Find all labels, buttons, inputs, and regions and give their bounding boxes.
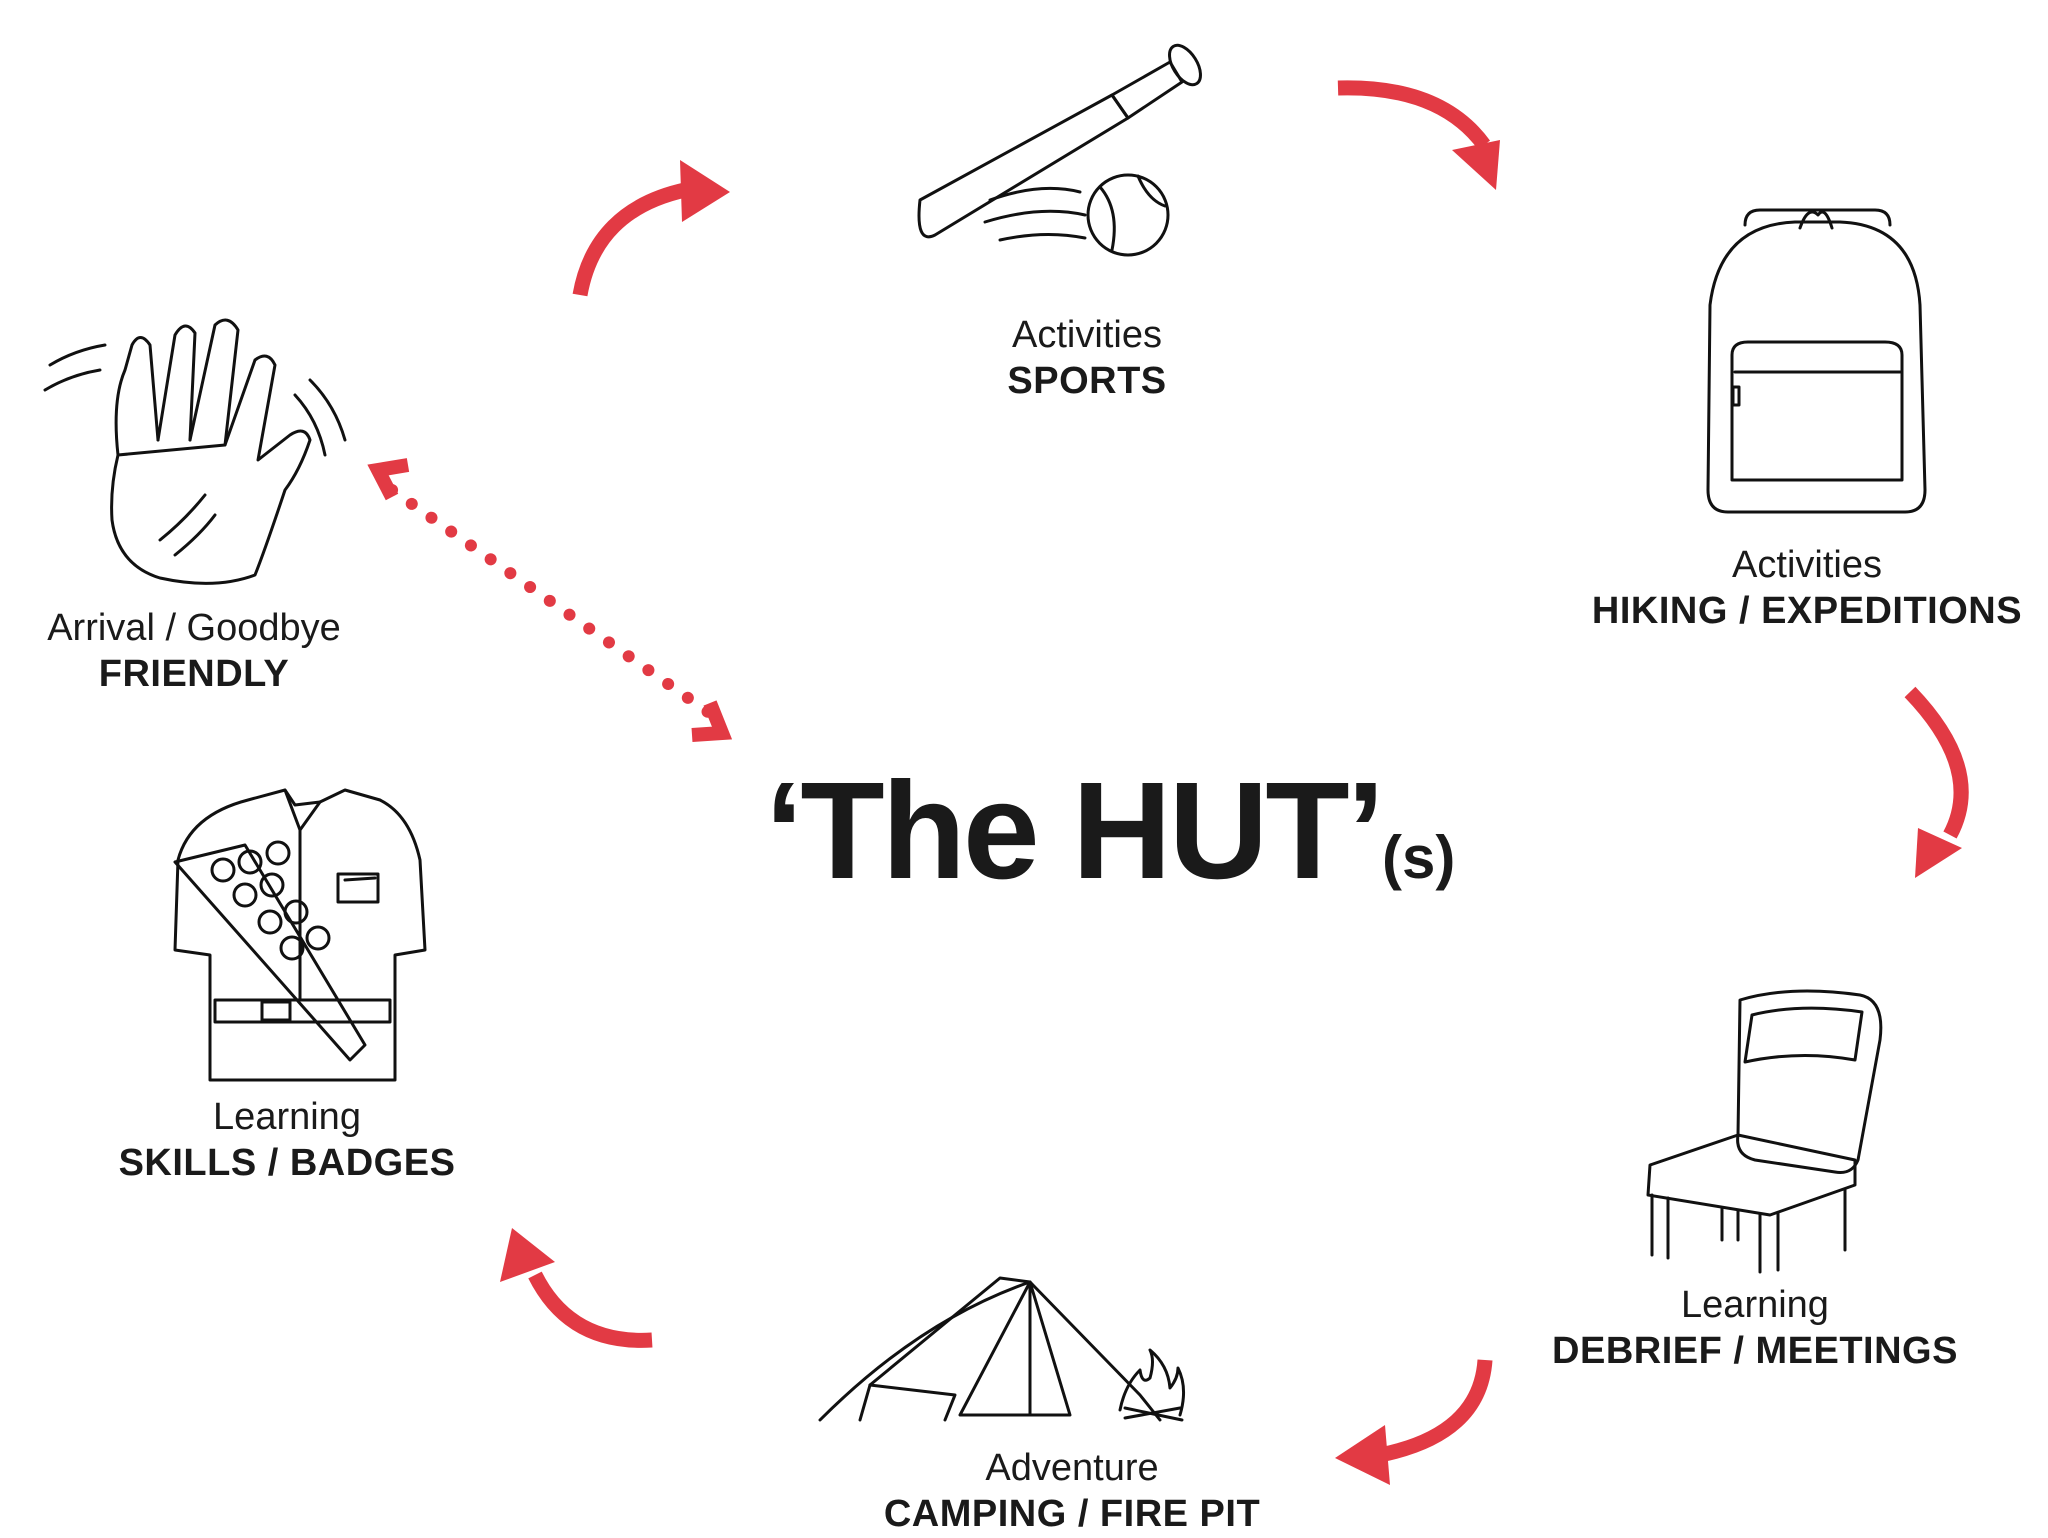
waving-hand-icon (43, 318, 347, 585)
hub-title-main: ‘The HUT’ (765, 754, 1385, 908)
node-friendly-label: Arrival / Goodbye FRIENDLY (47, 605, 341, 698)
node-debrief-label: Learning DEBRIEF / MEETINGS (1552, 1282, 1958, 1375)
node-skills-label: Learning SKILLS / BADGES (119, 1094, 456, 1187)
node-category: Adventure (985, 1447, 1159, 1489)
arrow-friendly-to-sports (572, 160, 730, 297)
node-camping-label: Adventure CAMPING / FIRE PIT (884, 1445, 1260, 1538)
node-activity: SPORTS (1007, 360, 1167, 403)
node-activity: FRIENDLY (98, 653, 290, 696)
backpack-icon (1706, 208, 1927, 514)
arrow-hiking-to-debrief (1904, 686, 1969, 878)
chair-icon (1646, 989, 1883, 1274)
node-category: Activities (1012, 314, 1162, 356)
node-sports-label: Activities SPORTS (1007, 312, 1166, 405)
hub-title-suffix: (s) (1381, 824, 1456, 891)
node-category: Arrival / Goodbye (47, 607, 341, 649)
scout-uniform-icon (173, 788, 427, 1082)
node-hiking-label: Activities HIKING / EXPEDITIONS (1592, 542, 2022, 635)
arrow-friendly-to-hub-dotted (367, 458, 733, 742)
node-activity: HIKING / EXPEDITIONS (1591, 590, 2023, 633)
node-activity: CAMPING / FIRE PIT (883, 1493, 1261, 1536)
node-category: Learning (1681, 1284, 1829, 1326)
node-category: Activities (1732, 544, 1882, 586)
baseball-bat-icon (917, 43, 1202, 257)
node-activity: SKILLS / BADGES (118, 1142, 456, 1185)
hub-title: ‘The HUT’(s) (765, 752, 1455, 911)
arrow-sports-to-hiking (1337, 80, 1500, 190)
node-activity: DEBRIEF / MEETINGS (1552, 1330, 1958, 1373)
arrow-camping-to-skills (500, 1228, 653, 1348)
tent-icon (818, 1276, 1185, 1422)
node-category: Learning (213, 1096, 361, 1138)
arrow-debrief-to-camping (1335, 1359, 1493, 1485)
